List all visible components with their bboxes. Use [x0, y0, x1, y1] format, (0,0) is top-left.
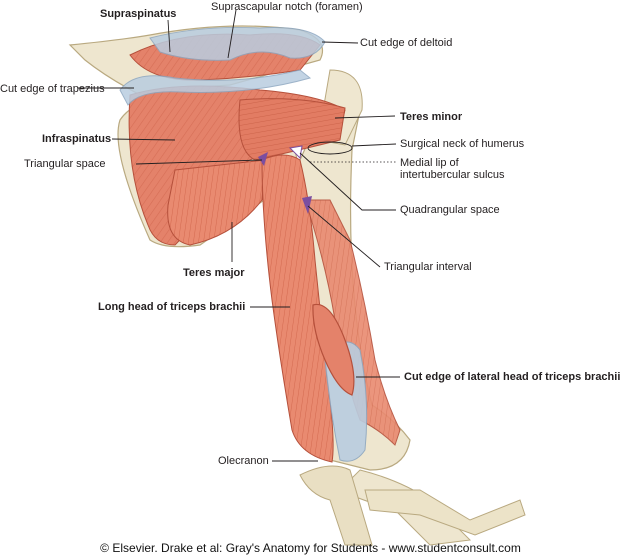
leader-suprascapular-notch	[227, 9, 237, 59]
leader-infraspinatus	[111, 138, 176, 141]
leader-teres-minor	[334, 115, 396, 119]
teres-major-muscle	[167, 159, 266, 246]
label-suprascapular-notch: Suprascapular notch (foramen)	[211, 1, 363, 13]
label-infraspinatus: Infraspinatus	[42, 133, 112, 145]
label-long-head-triceps: Long head of triceps brachii	[98, 301, 246, 313]
copyright-credit: © Elsevier. Drake et al: Gray's Anatomy …	[100, 541, 521, 555]
label-medial-lip-line1: Medial lip of	[400, 157, 459, 169]
label-cut-edge-deltoid: Cut edge of deltoid	[360, 37, 453, 49]
label-teres-minor: Teres minor	[400, 111, 463, 123]
label-quadrangular-space: Quadrangular space	[400, 204, 500, 216]
triangular-space-gap	[258, 152, 268, 166]
teres-minor-muscle	[238, 98, 346, 161]
label-supraspinatus: Supraspinatus	[100, 8, 177, 20]
trapezius-cut-edge	[119, 69, 312, 106]
label-medial-lip-line2: intertubercular sulcus	[400, 169, 505, 181]
leader-triangular-interval	[307, 205, 381, 268]
leader-surgical-neck	[351, 143, 397, 147]
label-triangular-interval: Triangular interval	[384, 261, 472, 273]
leader-quadrangular-space	[299, 152, 396, 211]
leader-triangular-space	[135, 159, 263, 165]
label-cut-edge-trapezius: Cut edge of trapezius	[0, 83, 105, 95]
forearm-bones	[299, 465, 526, 546]
triangular-interval-gap	[302, 196, 312, 214]
leader-supraspinatus	[167, 19, 171, 53]
quadrangular-space-gap	[288, 145, 303, 160]
lateral-head-triceps-muscle	[304, 199, 401, 446]
leader-lines	[78, 9, 400, 462]
lateral-head-cut-edge	[312, 303, 355, 396]
leader-cut-edge-deltoid	[321, 41, 359, 44]
long-head-triceps-muscle	[261, 154, 334, 463]
label-cut-edge-lateral-head: Cut edge of lateral head of triceps brac…	[404, 371, 621, 383]
label-teres-major: Teres major	[183, 267, 245, 279]
label-triangular-space: Triangular space	[24, 158, 106, 170]
label-olecranon: Olecranon	[218, 455, 269, 467]
surgical-neck-ring	[307, 141, 353, 155]
deltoid-cut-edge	[149, 26, 326, 61]
label-surgical-neck: Surgical neck of humerus	[400, 138, 525, 150]
